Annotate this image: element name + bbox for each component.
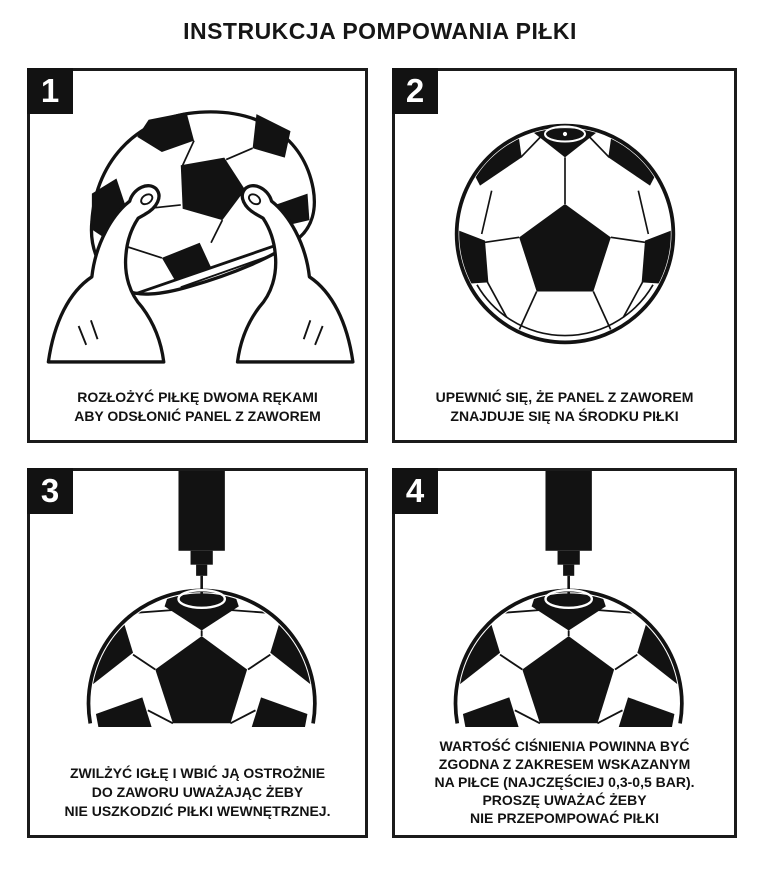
pump-icon	[545, 471, 592, 602]
caption-line: DO ZAWORU UWAŻAJĄC ŻEBY	[91, 784, 304, 800]
caption-line: UPEWNIĆ SIĘ, ŻE PANEL Z ZAWOREM	[435, 389, 694, 405]
step-panel-3: 3	[27, 468, 368, 838]
step-badge: 4	[392, 468, 438, 514]
step-panel-1: 1	[27, 68, 368, 443]
right-hand-icon	[235, 184, 355, 364]
caption-line: WARTOŚĆ CIŚNIENIA POWINNA BYĆ	[439, 738, 690, 754]
caption-line: ZWILŻYĆ IGŁĘ I WBIĆ JĄ OSTROŻNIE	[69, 765, 326, 781]
left-hand-icon	[46, 184, 166, 364]
step-panel-2: 2	[392, 68, 737, 443]
valve-icon	[177, 589, 227, 609]
step-caption: ROZŁOŻYĆ PIŁKĘ DWOMA RĘKAMI ABY ODSŁONIĆ…	[33, 388, 361, 426]
caption-line: ABY ODSŁONIĆ PANEL Z ZAWOREM	[74, 408, 321, 424]
step-badge: 2	[392, 68, 438, 114]
caption-line: ROZŁOŻYĆ PIŁKĘ DWOMA RĘKAMI	[77, 389, 318, 405]
caption-line: ZNAJDUJE SIĘ NA ŚRODKU PIŁKI	[450, 408, 679, 424]
pump-icon	[178, 471, 225, 602]
valve-icon	[543, 125, 586, 143]
step-caption: ZWILŻYĆ IGŁĘ I WBIĆ JĄ OSTROŻNIE DO ZAWO…	[33, 764, 361, 821]
half-ball-icon	[453, 588, 684, 727]
caption-line: PROSZĘ UWAŻAĆ ŻEBY	[482, 792, 647, 808]
step-caption: WARTOŚĆ CIŚNIENIA POWINNA BYĆ ZGODNA Z Z…	[398, 737, 730, 827]
pump-needle-into-valve-illustration	[453, 471, 684, 727]
step-number: 1	[40, 72, 60, 109]
pump-needle-into-valve-illustration	[86, 471, 317, 727]
caption-line: NIE USZKODZIĆ PIŁKI WEWNĘTRZNEJ.	[64, 803, 331, 819]
caption-line: NA PIŁCE (NAJCZĘŚCIEJ 0,3-0,5 BAR).	[434, 774, 695, 790]
step-number: 4	[405, 472, 425, 509]
deflated-ball-icon	[89, 110, 316, 296]
caption-line: ZGODNA Z ZAKRESEM WSKAZANYM	[438, 756, 691, 772]
valve-icon	[544, 589, 594, 609]
page-title: INSTRUKCJA POMPOWANIA PIŁKI	[183, 18, 577, 44]
step-panel-4: 4	[392, 468, 737, 838]
steps-grid: 1	[27, 68, 737, 838]
caption-line: NIE PRZEPOMPOWAĆ PIŁKI	[469, 810, 659, 826]
step-number: 3	[40, 472, 60, 509]
half-ball-icon	[86, 588, 317, 727]
step-badge: 1	[27, 68, 73, 114]
step-number: 2	[405, 72, 425, 109]
step-badge: 3	[27, 468, 73, 514]
hands-spreading-deflated-ball-illustration	[46, 110, 355, 364]
soccer-ball-icon	[454, 123, 675, 345]
fold-edge	[134, 235, 301, 296]
step-caption: UPEWNIĆ SIĘ, ŻE PANEL Z ZAWOREM ZNAJDUJE…	[398, 388, 730, 426]
soccer-ball-illustration	[454, 123, 675, 345]
